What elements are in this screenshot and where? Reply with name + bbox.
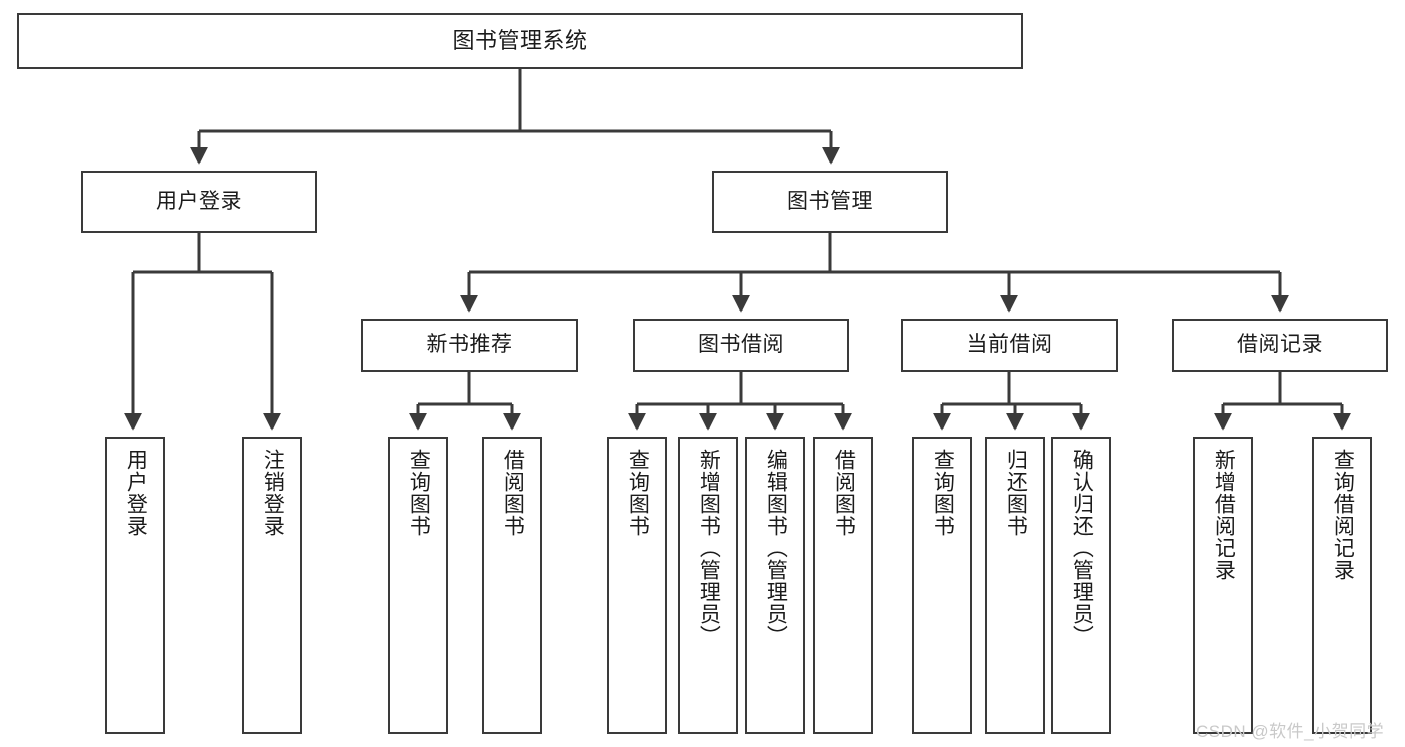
node-current-borrow[interactable]: 当前借阅 bbox=[901, 319, 1118, 372]
node-cb-confirm-return-label: 确认归还（管理员） bbox=[1070, 449, 1094, 647]
node-nbr-borrow-book[interactable]: 借阅图书 bbox=[482, 437, 542, 734]
node-user-login-do-label: 用户登录 bbox=[124, 449, 148, 537]
node-bb-query-book-label: 查询图书 bbox=[626, 449, 650, 537]
node-bb-borrow-book[interactable]: 借阅图书 bbox=[813, 437, 873, 734]
node-new-book-recommend[interactable]: 新书推荐 bbox=[361, 319, 578, 372]
node-root-label: 图书管理系统 bbox=[452, 28, 588, 54]
node-bb-edit-book-label: 编辑图书（管理员） bbox=[764, 449, 788, 647]
node-nbr-borrow-book-label: 借阅图书 bbox=[501, 449, 525, 537]
node-cb-confirm-return[interactable]: 确认归还（管理员） bbox=[1051, 437, 1111, 734]
node-nbr-query-book[interactable]: 查询图书 bbox=[388, 437, 448, 734]
node-bb-query-book[interactable]: 查询图书 bbox=[607, 437, 667, 734]
node-borrow-record-label: 借阅记录 bbox=[1237, 333, 1323, 357]
node-br-add-record-label: 新增借阅记录 bbox=[1212, 449, 1236, 581]
node-new-book-recommend-label: 新书推荐 bbox=[426, 333, 513, 357]
node-user-login[interactable]: 用户登录 bbox=[81, 171, 317, 233]
node-bb-edit-book[interactable]: 编辑图书（管理员） bbox=[745, 437, 805, 734]
node-book-borrow[interactable]: 图书借阅 bbox=[633, 319, 849, 372]
node-cb-return-book-label: 归还图书 bbox=[1004, 449, 1028, 537]
node-bb-add-book-label: 新增图书（管理员） bbox=[697, 449, 721, 647]
watermark: CSDN @软件_小贺同学 bbox=[1196, 722, 1385, 741]
node-book-manage[interactable]: 图书管理 bbox=[712, 171, 948, 233]
node-cb-query-book[interactable]: 查询图书 bbox=[912, 437, 972, 734]
node-borrow-record[interactable]: 借阅记录 bbox=[1172, 319, 1388, 372]
node-cb-query-book-label: 查询图书 bbox=[931, 449, 955, 537]
node-user-login-do[interactable]: 用户登录 bbox=[105, 437, 165, 734]
node-nbr-query-book-label: 查询图书 bbox=[407, 449, 431, 537]
node-br-add-record[interactable]: 新增借阅记录 bbox=[1193, 437, 1253, 734]
node-br-query-record[interactable]: 查询借阅记录 bbox=[1312, 437, 1372, 734]
node-bb-add-book[interactable]: 新增图书（管理员） bbox=[678, 437, 738, 734]
node-book-manage-label: 图书管理 bbox=[787, 189, 873, 213]
node-cb-return-book[interactable]: 归还图书 bbox=[985, 437, 1045, 734]
node-current-borrow-label: 当前借阅 bbox=[966, 333, 1053, 357]
node-user-login-label: 用户登录 bbox=[156, 189, 242, 213]
node-br-query-record-label: 查询借阅记录 bbox=[1331, 449, 1355, 581]
node-book-borrow-label: 图书借阅 bbox=[698, 333, 784, 357]
node-root[interactable]: 图书管理系统 bbox=[17, 13, 1023, 69]
node-bb-borrow-book-label: 借阅图书 bbox=[832, 449, 856, 537]
node-user-logout-label: 注销登录 bbox=[261, 449, 285, 537]
node-user-logout[interactable]: 注销登录 bbox=[242, 437, 302, 734]
